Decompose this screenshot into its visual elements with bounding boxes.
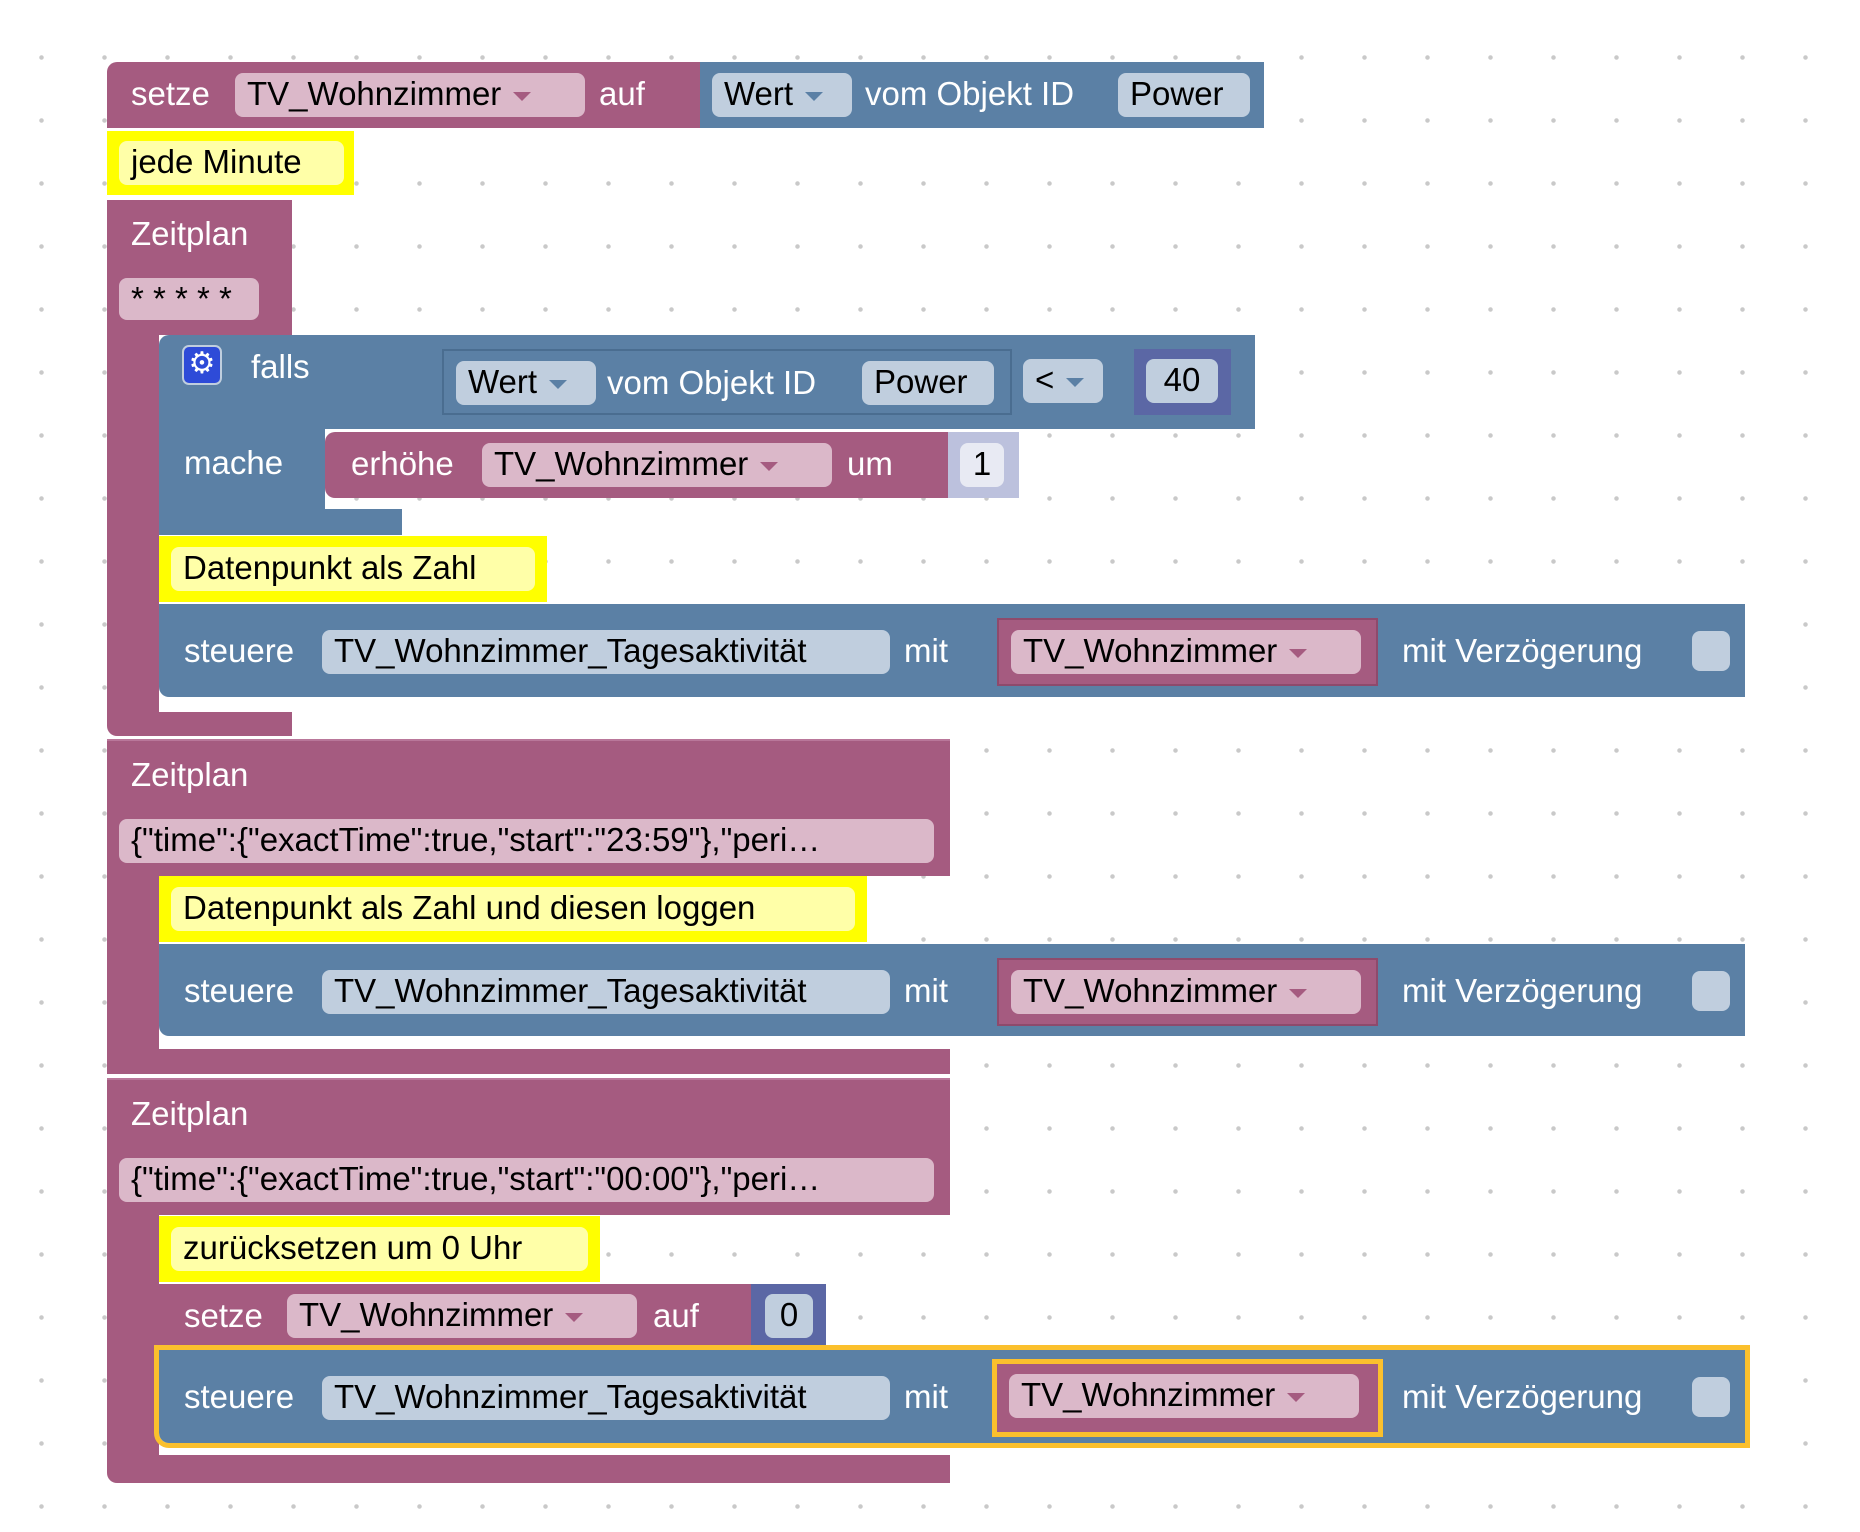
variable-get-block[interactable]: TV_Wohnzimmer [997,958,1378,1026]
cron-field[interactable]: * * * * * [119,278,259,320]
auf-label: auf [599,75,645,112]
target-state-field[interactable]: TV_Wohnzimmer_Tagesaktivität [322,970,890,1014]
steuere-label: steuere [184,1378,295,1415]
comment-datenpunkt: Datenpunkt als Zahl [159,536,547,602]
mit-label: mit [904,1378,948,1415]
delay-checkbox[interactable] [1692,631,1730,671]
wert-dropdown[interactable]: Wert [712,73,852,117]
delay-label: mit Verzögerung [1402,1378,1643,1415]
erhoehe-label: erhöhe [351,445,454,482]
zeitplan-label: Zeitplan [131,1095,249,1132]
variable-get-block[interactable]: TV_Wohnzimmer [992,1359,1383,1437]
wert-dropdown[interactable]: Wert [456,361,596,405]
variable-dropdown[interactable]: TV_Wohnzimmer [287,1294,637,1338]
mit-label: mit [904,632,948,669]
object-id-field[interactable]: Power [862,361,994,405]
variable-dropdown[interactable]: TV_Wohnzimmer [1011,630,1361,674]
delay-checkbox[interactable] [1692,971,1730,1011]
control-block-2[interactable]: steuere TV_Wohnzimmer_Tagesaktivität mit… [159,944,1745,1036]
zeitplan-label: Zeitplan [131,215,249,252]
mache-label: mache [184,444,284,481]
schedule-field[interactable]: {"time":{"exactTime":true,"start":"00:00… [119,1158,934,1202]
comment-loggen: Datenpunkt als Zahl und diesen loggen [159,876,867,942]
delay-label: mit Verzögerung [1402,632,1643,669]
set-variable-block[interactable]: setze TV_Wohnzimmer auf [107,62,702,128]
schedule-2-bottom [107,1049,950,1074]
schedule-block-3[interactable]: Zeitplan {"time":{"exactTime":true,"star… [107,1078,950,1215]
mit-label: mit [904,972,948,1009]
schedule-field[interactable]: {"time":{"exactTime":true,"start":"23:59… [119,819,934,863]
vom-objekt-label: vom Objekt ID [865,75,1075,112]
variable-dropdown[interactable]: TV_Wohnzimmer [482,443,832,487]
variable-dropdown[interactable]: TV_Wohnzimmer [1009,1374,1359,1418]
schedule-block-1[interactable]: Zeitplan * * * * * [107,200,292,335]
if-bottom [159,509,402,535]
variable-get-block[interactable]: TV_Wohnzimmer [997,618,1378,686]
number-block[interactable]: 1 [948,432,1019,498]
number-block[interactable]: 0 [751,1284,826,1348]
delay-checkbox[interactable] [1692,1377,1730,1417]
steuere-label: steuere [184,972,295,1009]
control-block-3-selected[interactable]: steuere TV_Wohnzimmer_Tagesaktivität mit… [154,1345,1750,1448]
comment-jede-minute: jede Minute [107,131,354,195]
control-block-1[interactable]: steuere TV_Wohnzimmer_Tagesaktivität mit… [159,604,1745,697]
get-value-block[interactable]: Wert vom Objekt ID Power [700,62,1264,128]
operator-dropdown[interactable]: < [1023,359,1103,403]
setze-label: setze [131,75,210,112]
schedule-block-2[interactable]: Zeitplan {"time":{"exactTime":true,"star… [107,739,950,876]
schedule-3-bottom [107,1455,950,1483]
number-block[interactable]: 40 [1134,349,1231,415]
set-variable-block-2[interactable]: setze TV_Wohnzimmer auf [159,1284,753,1348]
if-mache-spine: mache [159,429,325,509]
setze-label: setze [184,1297,263,1334]
schedule-1-spine [107,335,159,715]
if-block[interactable]: ⚙ falls Wert vom Objekt ID Power < 40 [159,335,1255,429]
gear-icon[interactable]: ⚙ [182,345,222,385]
delay-label: mit Verzögerung [1402,972,1643,1009]
falls-label: falls [251,348,310,385]
target-state-field[interactable]: TV_Wohnzimmer_Tagesaktivität [322,630,890,674]
schedule-1-bottom [107,712,292,736]
object-id-field[interactable]: Power [1118,73,1250,117]
schedule-2-spine [107,876,159,1051]
auf-label: auf [653,1297,699,1334]
steuere-label: steuere [184,632,295,669]
target-state-field[interactable]: TV_Wohnzimmer_Tagesaktivität [322,1376,890,1420]
variable-dropdown[interactable]: TV_Wohnzimmer [1011,970,1361,1014]
compare-block[interactable]: Wert vom Objekt ID Power [442,349,1012,415]
um-label: um [847,445,893,482]
schedule-3-spine [107,1215,159,1460]
vom-objekt-label: vom Objekt ID [607,364,817,401]
variable-dropdown[interactable]: TV_Wohnzimmer [235,73,585,117]
zeitplan-label: Zeitplan [131,756,249,793]
increment-block[interactable]: erhöhe TV_Wohnzimmer um [325,432,950,498]
comment-zuruecksetzen: zurücksetzen um 0 Uhr [159,1216,600,1282]
